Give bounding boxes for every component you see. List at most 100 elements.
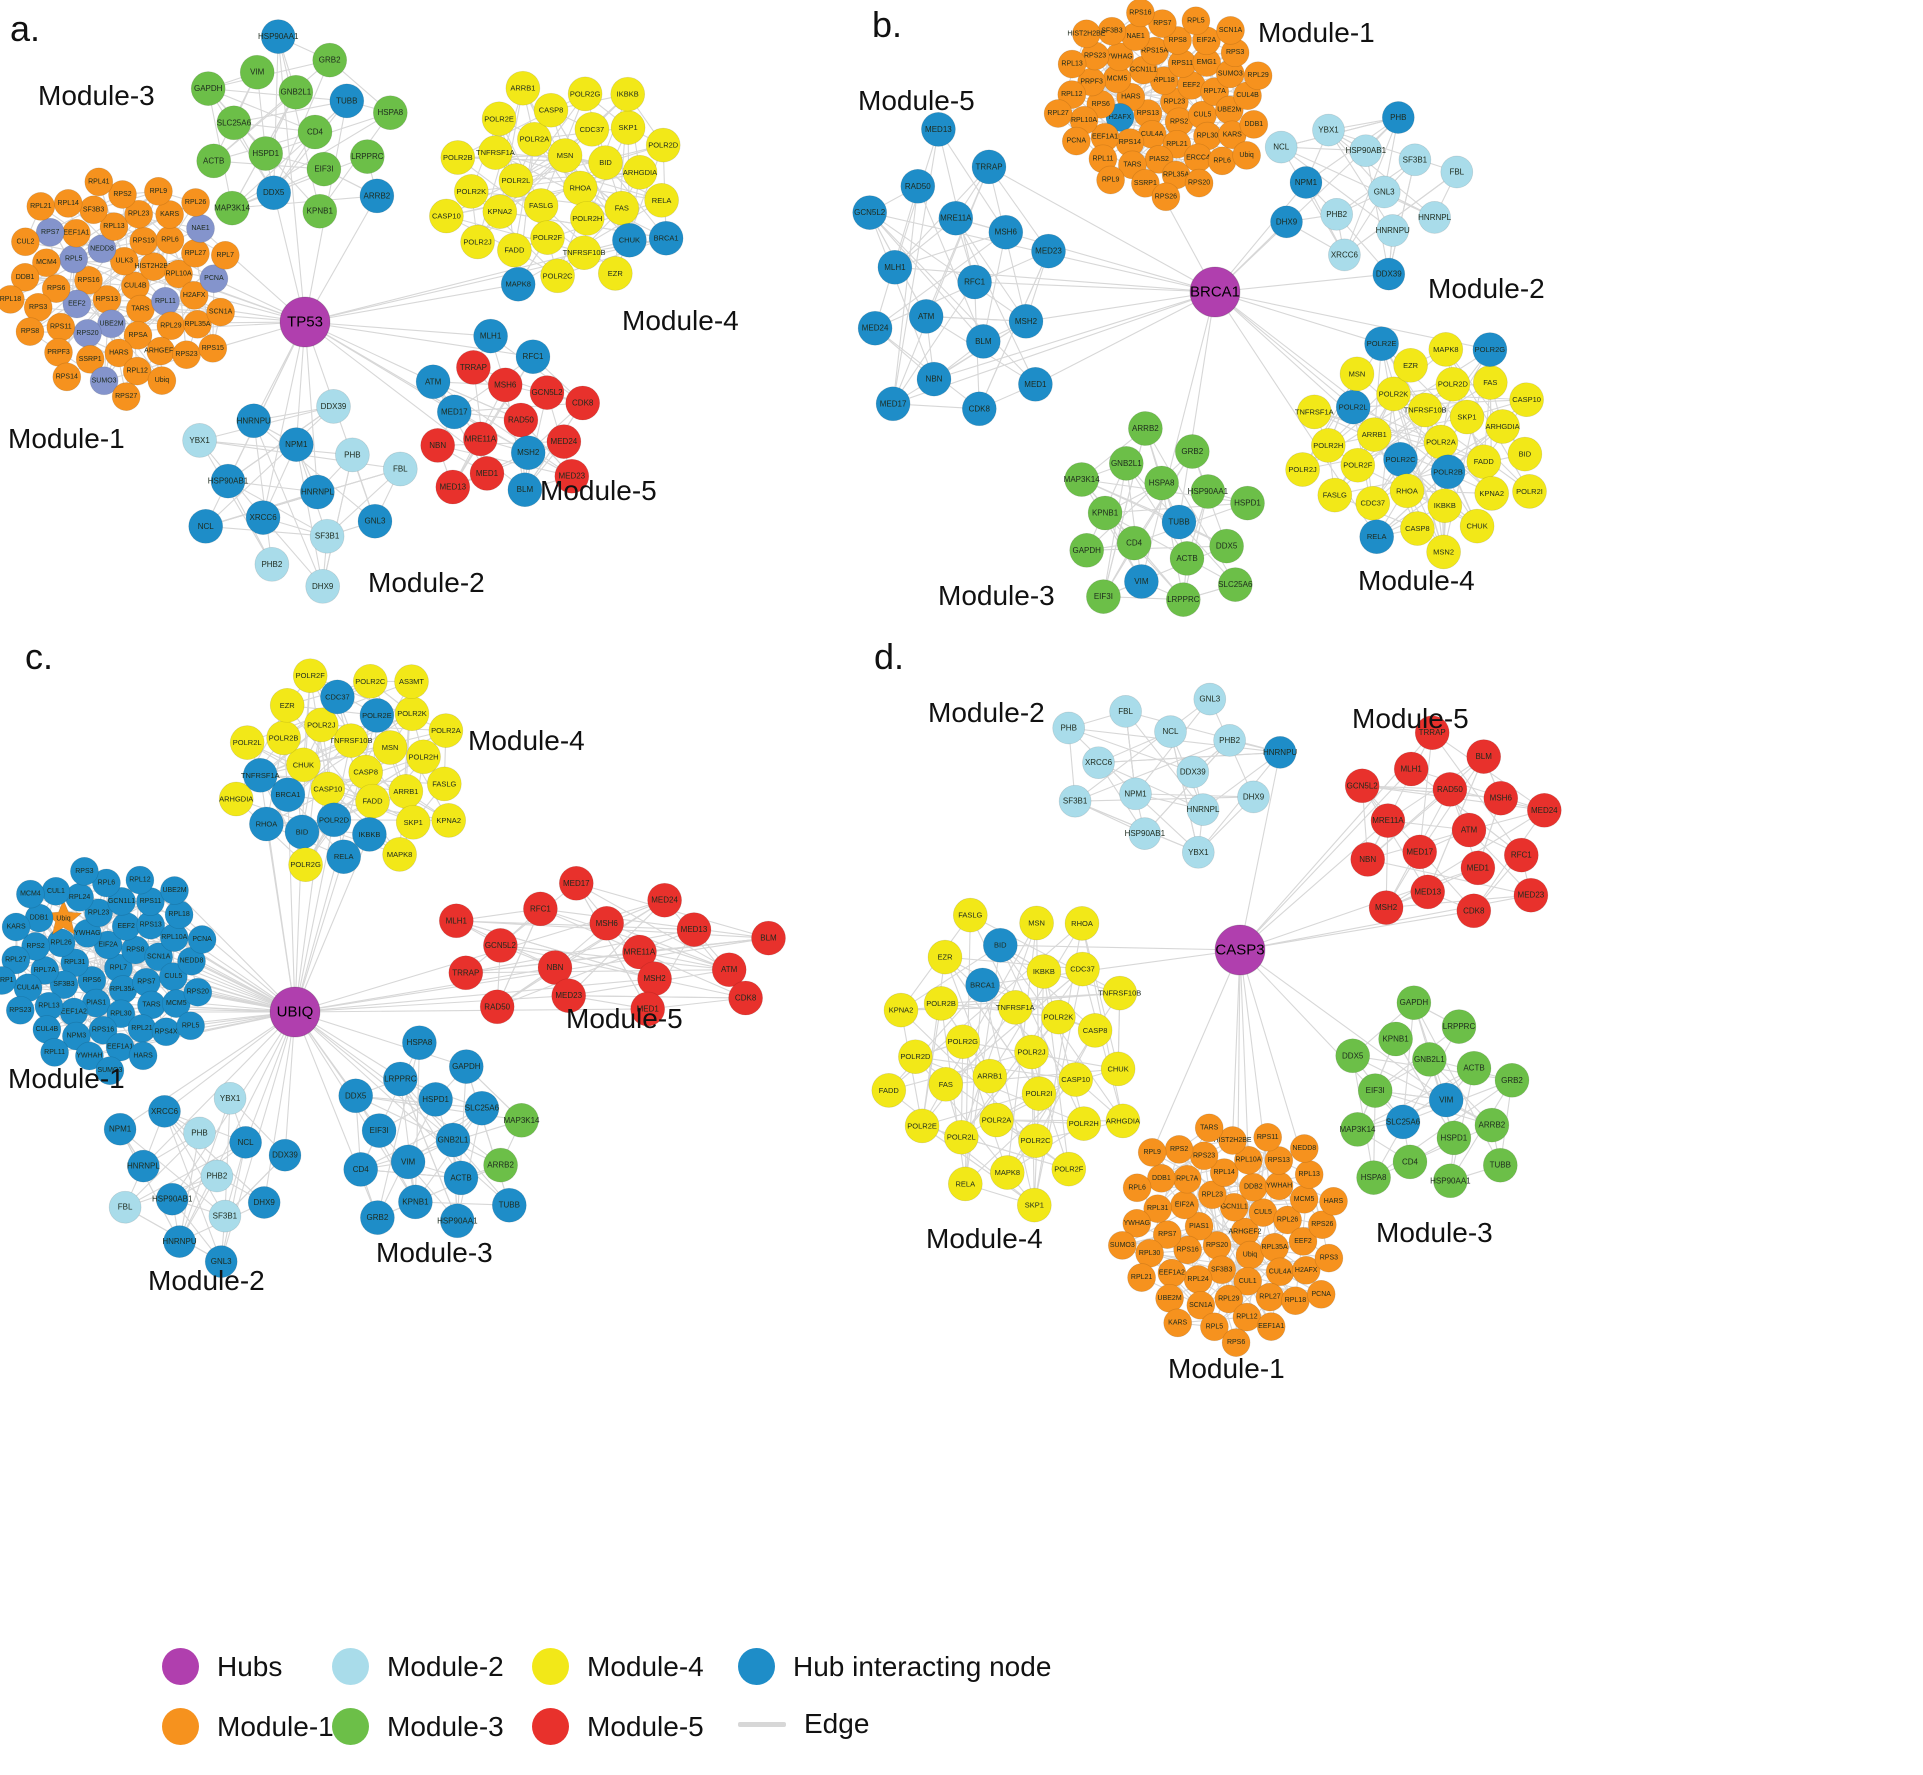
node-RPL5[interactable]: RPL5: [1181, 6, 1211, 36]
node-FASLG[interactable]: FASLG: [952, 897, 988, 933]
node-POLR2B[interactable]: POLR2B: [440, 140, 476, 175]
node-HNRNPU[interactable]: HNRNPU: [236, 403, 272, 439]
node-HSPD1[interactable]: HSPD1: [418, 1082, 453, 1117]
node-DDX5[interactable]: DDX5: [1209, 528, 1244, 564]
node-ARRB2[interactable]: ARRB2: [359, 178, 395, 214]
node-BID[interactable]: BID: [982, 927, 1018, 963]
node-POLR2B[interactable]: POLR2B: [266, 720, 301, 756]
node-PHB[interactable]: PHB: [1052, 711, 1086, 745]
node-RHOA[interactable]: RHOA: [1389, 473, 1425, 509]
node-RELA[interactable]: RELA: [326, 839, 362, 875]
node-FASLG[interactable]: FASLG: [1317, 477, 1353, 513]
node-RPL13[interactable]: RPL13: [1294, 1160, 1324, 1189]
node-XRCC6[interactable]: XRCC6: [245, 500, 281, 535]
node-TUBB[interactable]: TUBB: [329, 83, 365, 119]
node-POLR2L[interactable]: POLR2L: [943, 1119, 979, 1155]
node-POLR2L[interactable]: POLR2L: [1335, 389, 1371, 425]
node-CD4[interactable]: CD4: [1392, 1144, 1428, 1180]
node-GCN5L2[interactable]: GCN5L2: [483, 928, 518, 963]
node-DDB1[interactable]: DDB1: [1239, 110, 1269, 139]
node-KPNB1[interactable]: KPNB1: [398, 1184, 433, 1220]
node-SF3B1[interactable]: SF3B1: [1398, 143, 1432, 177]
node-IKBKB[interactable]: IKBKB: [1026, 954, 1062, 989]
node-POLR2K[interactable]: POLR2K: [1376, 376, 1411, 412]
node-HNRNPL[interactable]: HNRNPL: [127, 1149, 160, 1183]
node-EIF3I[interactable]: EIF3I: [1086, 579, 1121, 614]
node-FADD[interactable]: FADD: [497, 232, 532, 268]
node-ARHGDIA[interactable]: ARHGDIA: [1105, 1103, 1141, 1139]
node-ULK3[interactable]: ULK3: [109, 246, 139, 276]
node-RPS2[interactable]: RPS2: [1164, 1135, 1194, 1164]
node-MAP3K14[interactable]: MAP3K14: [1339, 1112, 1376, 1147]
node-SF3B1[interactable]: SF3B1: [1058, 784, 1092, 818]
node-TRRAP[interactable]: TRRAP: [448, 955, 484, 991]
node-RPL14[interactable]: RPL14: [1209, 1158, 1239, 1187]
node-RHOA[interactable]: RHOA: [249, 806, 284, 842]
node-FAS[interactable]: FAS: [1472, 365, 1508, 400]
node-POLR2A[interactable]: POLR2A: [1423, 424, 1459, 460]
node-RPS8[interactable]: RPS8: [15, 317, 45, 346]
node-MED1[interactable]: MED1: [1018, 366, 1053, 402]
node-MED24[interactable]: MED24: [857, 310, 893, 346]
node-TNFRSF1A[interactable]: TNFRSF1A: [996, 990, 1035, 1025]
node-MED17[interactable]: MED17: [436, 394, 472, 430]
node-RPL7[interactable]: RPL7: [210, 240, 240, 270]
node-SKP1[interactable]: SKP1: [1016, 1187, 1052, 1223]
node-NBN[interactable]: NBN: [537, 950, 573, 985]
node-NCL[interactable]: NCL: [1154, 715, 1187, 748]
node-Ubiq[interactable]: Ubiq: [147, 366, 177, 395]
node-POLR2F[interactable]: POLR2F: [292, 658, 328, 694]
node-SCN1A[interactable]: SCN1A: [144, 942, 174, 972]
node-ACTB[interactable]: ACTB: [196, 143, 232, 179]
node-GNB2L1[interactable]: GNB2L1: [1108, 446, 1144, 481]
node-MAP3K14[interactable]: MAP3K14: [503, 1102, 540, 1138]
node-RFC1[interactable]: RFC1: [515, 339, 551, 375]
node-CD4[interactable]: CD4: [297, 114, 333, 150]
node-RPL12[interactable]: RPL12: [125, 865, 155, 895]
node-EEF2[interactable]: EEF2: [1288, 1227, 1318, 1256]
node-RPL23[interactable]: RPL23: [124, 199, 154, 229]
node-NPM1[interactable]: NPM1: [1289, 166, 1323, 199]
node-RPL5[interactable]: RPL5: [176, 1011, 205, 1041]
node-EZR[interactable]: EZR: [927, 939, 963, 975]
node-RPL21[interactable]: RPL21: [26, 192, 56, 221]
node-TRRAP[interactable]: TRRAP: [1414, 715, 1450, 751]
node-PHB2[interactable]: PHB2: [1320, 197, 1354, 231]
node-CDC37[interactable]: CDC37: [1065, 951, 1100, 987]
node-CDK8[interactable]: CDK8: [565, 385, 601, 421]
node-GNB2L1[interactable]: GNB2L1: [435, 1122, 471, 1158]
node-ATM[interactable]: ATM: [711, 952, 747, 988]
node-POLR2D[interactable]: POLR2D: [316, 802, 352, 838]
node-RHOA[interactable]: RHOA: [1064, 906, 1100, 941]
node-SKP1[interactable]: SKP1: [1449, 399, 1485, 435]
node-RPL27[interactable]: RPL27: [1, 945, 31, 975]
node-RPS23[interactable]: RPS23: [5, 995, 35, 1025]
node-MED17[interactable]: MED17: [875, 386, 911, 422]
node-UBE2M[interactable]: UBE2M: [160, 876, 189, 905]
node-SF3B1[interactable]: SF3B1: [208, 1199, 242, 1233]
node-POLR2F[interactable]: POLR2F: [530, 220, 565, 255]
node-KPNA2[interactable]: KPNA2: [431, 803, 467, 838]
node-VIM[interactable]: VIM: [1124, 564, 1159, 599]
node-DDX39[interactable]: DDX39: [268, 1138, 302, 1172]
node-ATM[interactable]: ATM: [908, 299, 944, 334]
node-KPNA2[interactable]: KPNA2: [482, 194, 518, 229]
node-NCL[interactable]: NCL: [229, 1126, 262, 1159]
node-TUBB[interactable]: TUBB: [491, 1187, 527, 1223]
node-MED13[interactable]: MED13: [1410, 874, 1446, 910]
node-POLR2G[interactable]: POLR2G: [1472, 332, 1508, 367]
node-MSN[interactable]: MSN: [547, 138, 583, 173]
node-ATM[interactable]: ATM: [1451, 812, 1487, 848]
node-POLR2I[interactable]: POLR2I: [1021, 1076, 1057, 1111]
node-SCN1A[interactable]: SCN1A: [1216, 16, 1245, 45]
node-HSP90AB1[interactable]: HSP90AB1: [1125, 817, 1166, 850]
node-POLR2J[interactable]: POLR2J: [1014, 1034, 1049, 1070]
node-LRPPRC[interactable]: LRPPRC: [1165, 582, 1201, 617]
node-POLR2E[interactable]: POLR2E: [359, 698, 395, 733]
node-MSH2[interactable]: MSH2: [510, 435, 546, 471]
node-H2AFX[interactable]: H2AFX: [179, 281, 209, 310]
node-POLR2D[interactable]: POLR2D: [898, 1039, 933, 1075]
node-VIM[interactable]: VIM: [390, 1144, 426, 1180]
node-MRE11A[interactable]: MRE11A: [1370, 803, 1406, 838]
node-RPL26[interactable]: RPL26: [181, 188, 210, 217]
